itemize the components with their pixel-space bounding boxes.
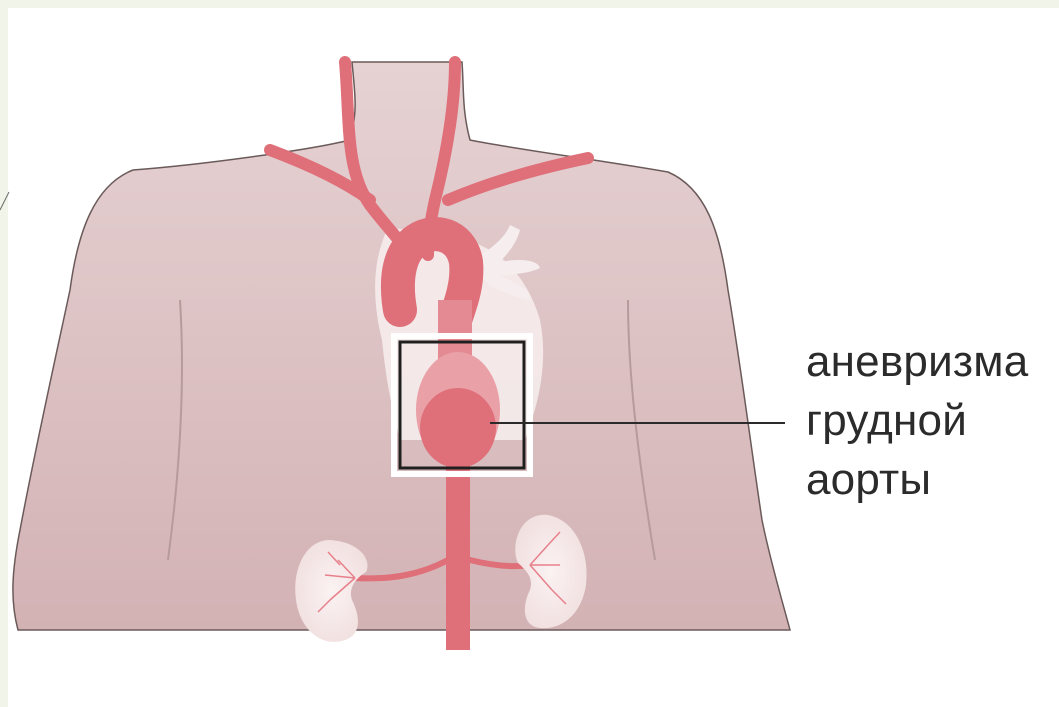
label-line-3: аорты [806,450,1056,509]
aneurysm-core [420,388,496,468]
label-line-2: грудной [806,391,1056,450]
corner-mark [0,192,9,210]
aneurysm-label: аневризма грудной аорты [806,332,1056,509]
label-line-1: аневризма [806,332,1056,391]
